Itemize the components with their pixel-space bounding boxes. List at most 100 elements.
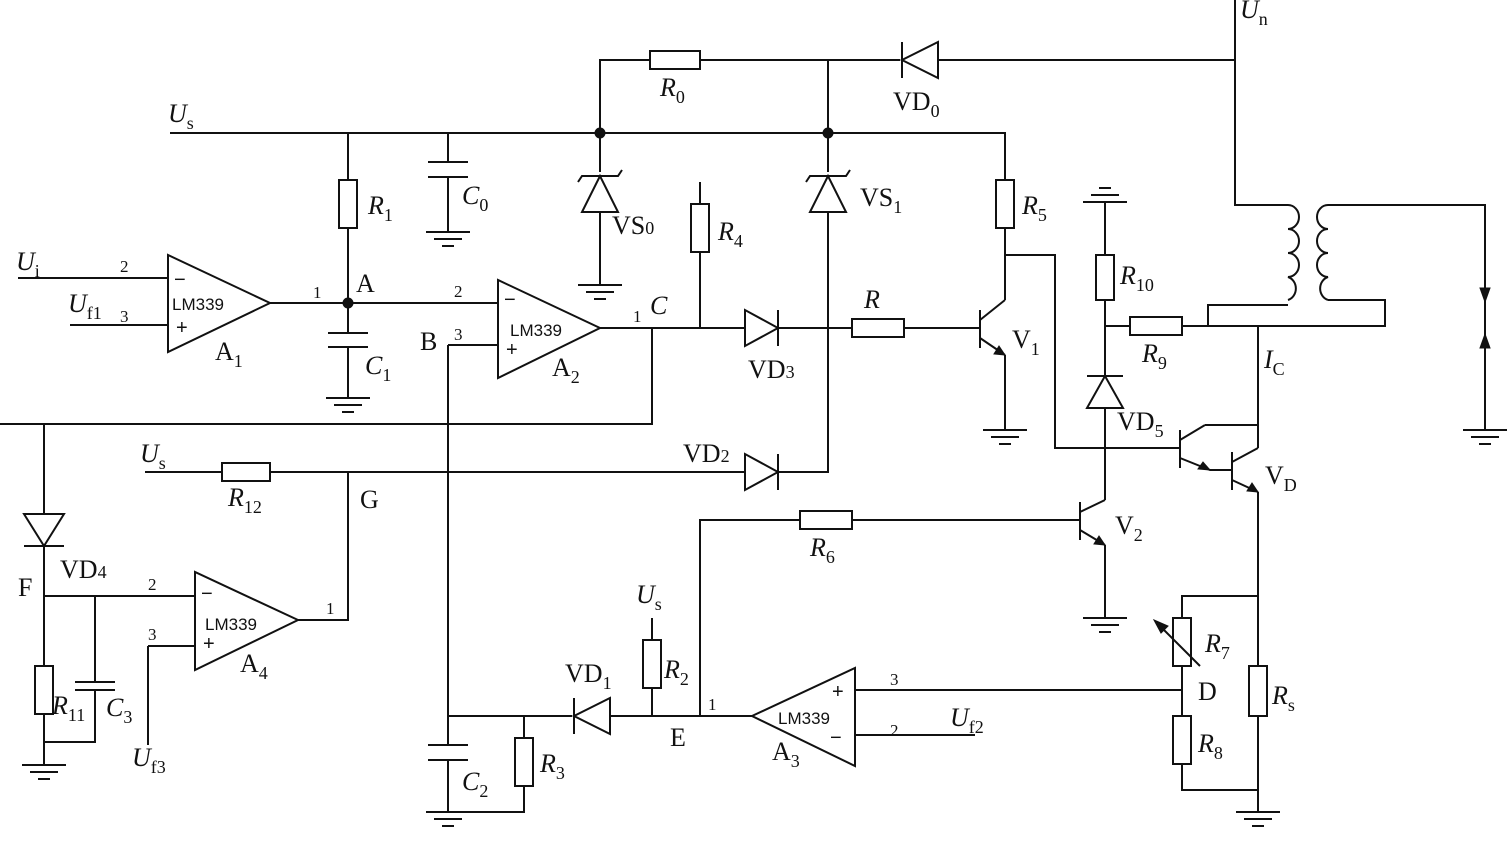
resistor-r11 <box>34 665 54 715</box>
label-r1: R1 <box>367 191 393 225</box>
capacitor-c3 <box>75 681 115 691</box>
junction-dot <box>594 127 606 139</box>
pin-a2-inv: 2 <box>454 282 463 301</box>
transistor-v1 <box>979 299 1006 356</box>
pin-a1-inv: 2 <box>120 257 129 276</box>
label-a1: A1 <box>215 337 243 371</box>
comparator-a2: − + LM339 <box>497 278 603 380</box>
label-vd2: VD2 <box>683 439 730 468</box>
label-c0: C0 <box>462 181 488 215</box>
label-vs1: VS1 <box>860 183 902 217</box>
label-r8: R8 <box>1197 729 1223 763</box>
secondary-coil <box>1316 204 1329 301</box>
label-uf1: Uf1 <box>68 289 102 323</box>
label-vd-transistor: VD <box>1265 461 1297 495</box>
comparator-part-label: LM339 <box>172 295 224 314</box>
comparator-part-label: LM339 <box>205 615 257 634</box>
label-c3: C3 <box>106 693 132 727</box>
labels: Us Un Us Us Ui Uf1 Uf2 Uf3 A1 A2 A3 A4 2… <box>16 0 1297 801</box>
transistor-vd-darlington <box>1179 424 1259 493</box>
variable-arrow-icon <box>1152 618 1201 667</box>
pin-a4-inv: 2 <box>148 575 157 594</box>
label-vd3: VD3 <box>748 355 795 384</box>
zener-vs0 <box>577 169 623 213</box>
label-vd4: VD4 <box>60 555 107 584</box>
svg-text:−: − <box>201 583 213 605</box>
label-r0: R0 <box>659 73 685 107</box>
label-r4: R4 <box>717 217 743 251</box>
label-r: R <box>863 285 880 314</box>
pin-a2-out: 1 <box>633 307 642 326</box>
label-us-top: Us <box>168 99 194 133</box>
comparator-a4: − + LM339 <box>194 570 301 672</box>
resistor-r6 <box>799 510 853 530</box>
pin-a1-out: 1 <box>313 283 322 302</box>
label-un: Un <box>1240 0 1268 29</box>
svg-text:−: − <box>504 289 516 311</box>
label-us-r12: Us <box>140 439 166 473</box>
label-a4: A4 <box>240 649 268 683</box>
ground-icon <box>426 811 470 827</box>
label-r9: R9 <box>1141 339 1167 373</box>
label-v2: V2 <box>1115 511 1143 545</box>
ground-icon <box>1463 429 1507 445</box>
transistors <box>979 299 1259 546</box>
ground-icon <box>578 284 622 300</box>
node-e: E <box>670 723 686 752</box>
ground-icon <box>1083 617 1127 633</box>
pin-a4-out: 1 <box>326 599 335 618</box>
zener-vs1 <box>805 169 851 213</box>
pin-a3-out: 1 <box>708 695 717 714</box>
pin-a2-noninv: 3 <box>454 325 463 344</box>
resistor-r0 <box>649 50 701 70</box>
comparator-a3: + − LM339 <box>749 666 856 768</box>
resistors <box>34 50 1268 787</box>
diodes <box>22 40 1125 736</box>
grounds <box>22 187 1507 827</box>
comparator-a1: − + LM339 <box>167 253 273 354</box>
svg-text:+: + <box>176 317 188 339</box>
comparators: − + LM339 − + LM339 + − LM339 − + LM339 <box>167 253 856 768</box>
label-ic: IC <box>1263 345 1285 379</box>
label-r10: R10 <box>1119 261 1154 295</box>
comparator-part-label: LM339 <box>510 321 562 340</box>
node-c: C <box>650 291 668 320</box>
ground-icon <box>22 764 66 780</box>
label-a2: A2 <box>552 353 580 387</box>
svg-text:−: − <box>830 727 842 749</box>
pin-a3-noninv: 3 <box>890 670 899 689</box>
label-a3: A3 <box>772 737 800 771</box>
label-rs: Rs <box>1271 681 1295 715</box>
ground-icon <box>1236 790 1280 827</box>
resistor-r7 <box>1172 617 1192 667</box>
svg-text:+: + <box>203 633 215 655</box>
capacitor-c2 <box>428 744 468 761</box>
pin-a4-noninv: 3 <box>148 625 157 644</box>
label-r12: R12 <box>227 483 262 517</box>
label-uf3: Uf3 <box>132 743 166 777</box>
label-c1: C1 <box>365 351 391 385</box>
label-r7: R7 <box>1204 629 1230 663</box>
resistor-r9 <box>1129 316 1183 336</box>
diode-vd4 <box>22 513 66 548</box>
resistor-r5 <box>995 179 1015 229</box>
resistor-rs <box>1248 665 1268 717</box>
diode-vd5 <box>1085 373 1125 409</box>
svg-text:+: + <box>506 339 518 361</box>
node-f: F <box>18 573 32 602</box>
ground-icon <box>326 397 370 413</box>
diode-vd3 <box>744 308 781 348</box>
transistor-v2 <box>1079 499 1106 546</box>
node-a: A <box>356 269 375 298</box>
resistor-r4 <box>690 203 710 253</box>
resistor-r2 <box>642 639 662 689</box>
label-r6: R6 <box>809 533 835 567</box>
label-uf2: Uf2 <box>950 703 984 737</box>
label-r3: R3 <box>539 749 565 783</box>
label-r5: R5 <box>1021 191 1047 225</box>
svg-text:+: + <box>832 681 844 703</box>
label-vd1: VD1 <box>565 659 612 693</box>
label-us-r2: Us <box>636 580 662 614</box>
